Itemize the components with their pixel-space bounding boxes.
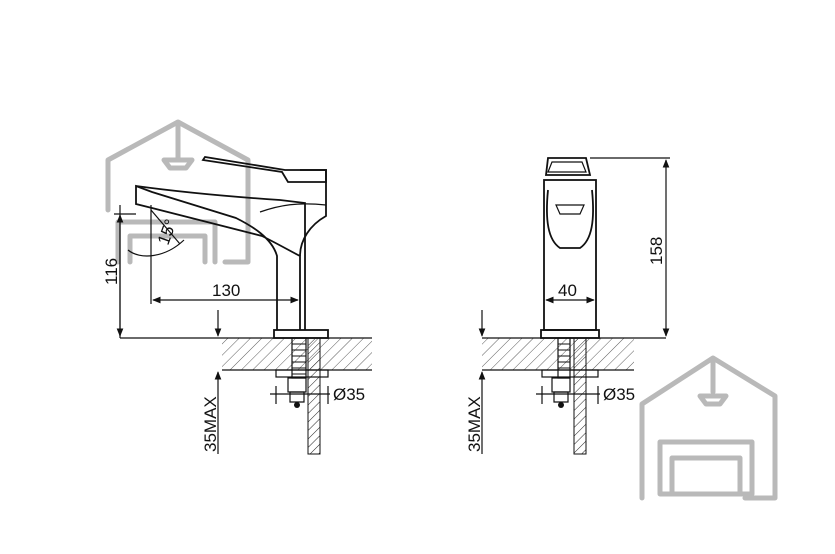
dim-height-158: 158 <box>647 237 666 265</box>
dim-hole-35: Ø35 <box>603 385 635 404</box>
faucet-body <box>135 184 301 330</box>
house-watermark-icon <box>639 355 778 501</box>
dim-reach-130: 130 <box>212 281 240 300</box>
dim-height-116: 116 <box>102 258 121 285</box>
faucet-body <box>543 179 597 331</box>
countertop <box>222 338 372 370</box>
dim-deck-35max: 35MAX <box>201 396 220 452</box>
lever-handle <box>201 156 327 183</box>
dim-width-40: 40 <box>558 281 577 300</box>
dim-deck-35max: 35MAX <box>465 396 484 452</box>
dim-hole-35: Ø35 <box>333 385 365 404</box>
side-view: 116 130 15° 35MAX Ø35 <box>102 156 372 455</box>
front-view: 158 40 35MAX Ø35 <box>465 157 670 455</box>
